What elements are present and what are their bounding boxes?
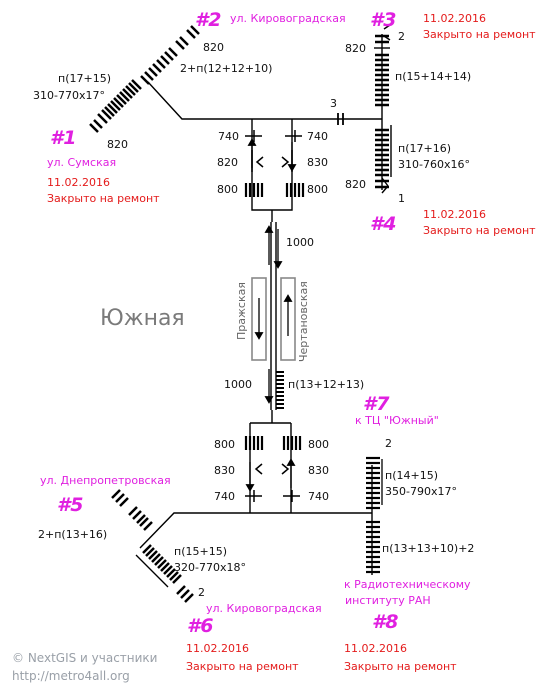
exit-7-spec: 350-790x17° — [385, 485, 457, 498]
exit-2-number: #2 — [195, 9, 221, 31]
exit-6-steps: 2 — [198, 586, 205, 599]
south-turnstile-right: 830 — [308, 464, 329, 477]
exit-3-date: 11.02.2016 — [423, 12, 486, 25]
exit-8-direction-2: институту РАН — [345, 594, 431, 607]
corridor-lines — [139, 34, 383, 575]
exit-8-stairs: п(13+13+10)+2 — [382, 542, 474, 555]
north-gate-left: 800 — [217, 183, 238, 196]
south-gates — [244, 436, 302, 450]
track-left-label: Пражская — [235, 282, 248, 340]
connector-south-width: 1000 — [224, 378, 252, 391]
stairs-exit-7-8 — [366, 456, 380, 574]
exit-1-status: Закрыто на ремонт — [47, 192, 160, 205]
exit-6-status: Закрыто на ремонт — [186, 660, 299, 673]
exit-8-number: #8 — [372, 611, 398, 633]
exit-2-width: 820 — [203, 41, 224, 54]
exit-7-stairs: п(14+15) — [385, 469, 438, 482]
exit-1-spec: 310-770x17° — [33, 89, 105, 102]
exit-1-date: 11.02.2016 — [47, 176, 110, 189]
exit-4-width: 820 — [345, 178, 366, 191]
north-turnstile-right: 830 — [307, 156, 328, 169]
north-door-left: 740 — [218, 130, 239, 143]
platform-tracks — [251, 277, 296, 361]
south-gate-left: 800 — [214, 438, 235, 451]
exit-6-street: ул. Кировоградская — [206, 602, 322, 615]
escalator-exit-2 — [140, 25, 200, 85]
escalator-exit-1 — [89, 79, 142, 133]
exit-4-spec: 310-760x16° — [398, 158, 470, 171]
escalator-exit-5-6 — [111, 489, 194, 603]
exit-7-number: #7 — [363, 393, 390, 415]
exit-5-street: ул. Днепропетровская — [40, 474, 171, 487]
south-gate-right: 800 — [308, 438, 329, 451]
connector-north-width: 1000 — [286, 236, 314, 249]
south-turnstiles — [245, 463, 300, 502]
footer-url: http://metro4all.org — [12, 669, 130, 683]
north-turnstile-left: 820 — [217, 156, 238, 169]
south-door-left: 740 — [214, 490, 235, 503]
south-connector-stairs — [276, 371, 284, 409]
exit-8-date: 11.02.2016 — [344, 642, 407, 655]
exit-7-steps: 2 — [385, 437, 392, 450]
track-right-label: Чертановская — [297, 281, 310, 362]
south-turnstile-left: 830 — [214, 464, 235, 477]
exit-4-date: 11.02.2016 — [423, 208, 486, 221]
gate-3-label: 3 — [330, 97, 337, 110]
exit-3-stairs: п(15+14+14) — [395, 70, 471, 83]
exit-6-date: 11.02.2016 — [186, 642, 249, 655]
labels: Южная #1 ул. Сумская 11.02.2016 Закрыто … — [12, 9, 536, 683]
north-arrows — [247, 138, 297, 172]
connector-arrows — [264, 225, 283, 404]
gate-3 — [337, 113, 344, 125]
exit-1-width: 820 — [107, 138, 128, 151]
connector-stairs: п(13+12+13) — [288, 378, 364, 391]
exit-3-number: #3 — [370, 9, 396, 31]
exit-7-direction: к ТЦ "Южный" — [355, 414, 439, 427]
exit-1-street: ул. Сумская — [47, 156, 116, 169]
exit-5-stairs: 2+п(13+16) — [38, 528, 107, 541]
north-turnstiles — [245, 130, 302, 172]
exit-1-number: #1 — [50, 127, 76, 149]
north-gate-right: 800 — [307, 183, 328, 196]
footer-copyright: © NextGIS и участники — [12, 651, 157, 665]
exit-3-status: Закрыто на ремонт — [423, 28, 536, 41]
north-door-right: 740 — [307, 130, 328, 143]
exit-4-number: #4 — [370, 213, 396, 235]
exit-6-spec: 320-770x18° — [174, 561, 246, 574]
exit-3-width: 820 — [345, 42, 366, 55]
exit-8-direction-1: к Радиотехническому — [344, 578, 471, 591]
exit-4-steps: 1 — [398, 192, 405, 205]
south-door-right: 740 — [308, 490, 329, 503]
exit-2-street: ул. Кировоградская — [230, 12, 346, 25]
exit-6-stairs: п(15+15) — [174, 545, 227, 558]
exit-4-stairs: п(17+16) — [398, 142, 451, 155]
exit-1-stairs: п(17+15) — [58, 72, 111, 85]
exit-6-number: #6 — [187, 615, 213, 637]
exit-4-status: Закрыто на ремонт — [423, 224, 536, 237]
exit-8-status: Закрыто на ремонт — [344, 660, 457, 673]
north-gates — [244, 183, 305, 197]
station-title: Южная — [100, 306, 185, 331]
exit-5-number: #5 — [57, 494, 83, 516]
exit-2-stairs: 2+п(12+12+10) — [180, 62, 272, 75]
exit-3-steps: 2 — [398, 30, 405, 43]
